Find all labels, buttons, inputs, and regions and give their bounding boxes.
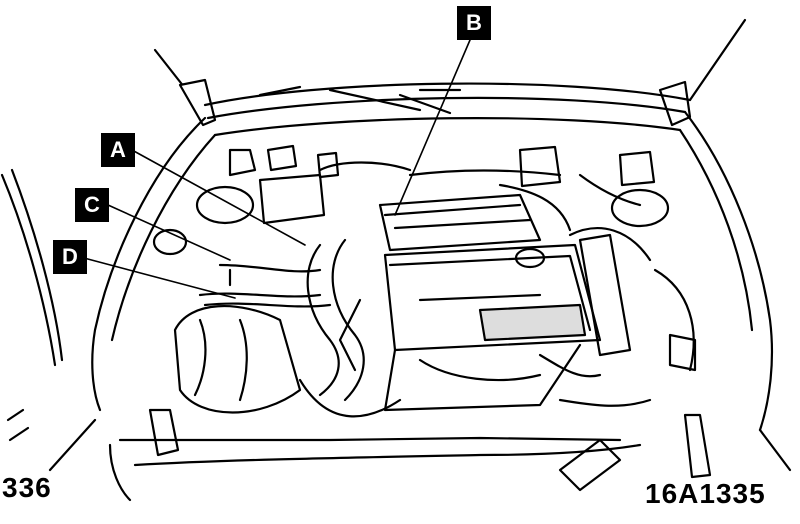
hood-cowl bbox=[203, 82, 692, 137]
callout-a: A bbox=[101, 133, 135, 167]
front-crossmember bbox=[48, 408, 792, 502]
callout-c: C bbox=[75, 188, 109, 222]
hood-prop-rods bbox=[153, 18, 747, 127]
wiring-harness bbox=[198, 161, 572, 308]
intake-plenum bbox=[378, 169, 562, 252]
figure-code-right: 16A1335 bbox=[645, 478, 766, 509]
engine-valve-cover bbox=[383, 243, 602, 412]
figure-code-left: 336 bbox=[2, 472, 52, 503]
right-side-components bbox=[518, 145, 697, 372]
radiator-hoses bbox=[538, 227, 652, 407]
callout-leader-lines bbox=[83, 39, 471, 299]
left-car-body-edge bbox=[0, 168, 64, 442]
callout-b: B bbox=[457, 6, 491, 40]
callout-d: D bbox=[53, 240, 87, 274]
air-cleaner-box bbox=[173, 305, 302, 414]
fender-lines bbox=[91, 110, 774, 432]
air-intake-duct bbox=[298, 238, 402, 418]
